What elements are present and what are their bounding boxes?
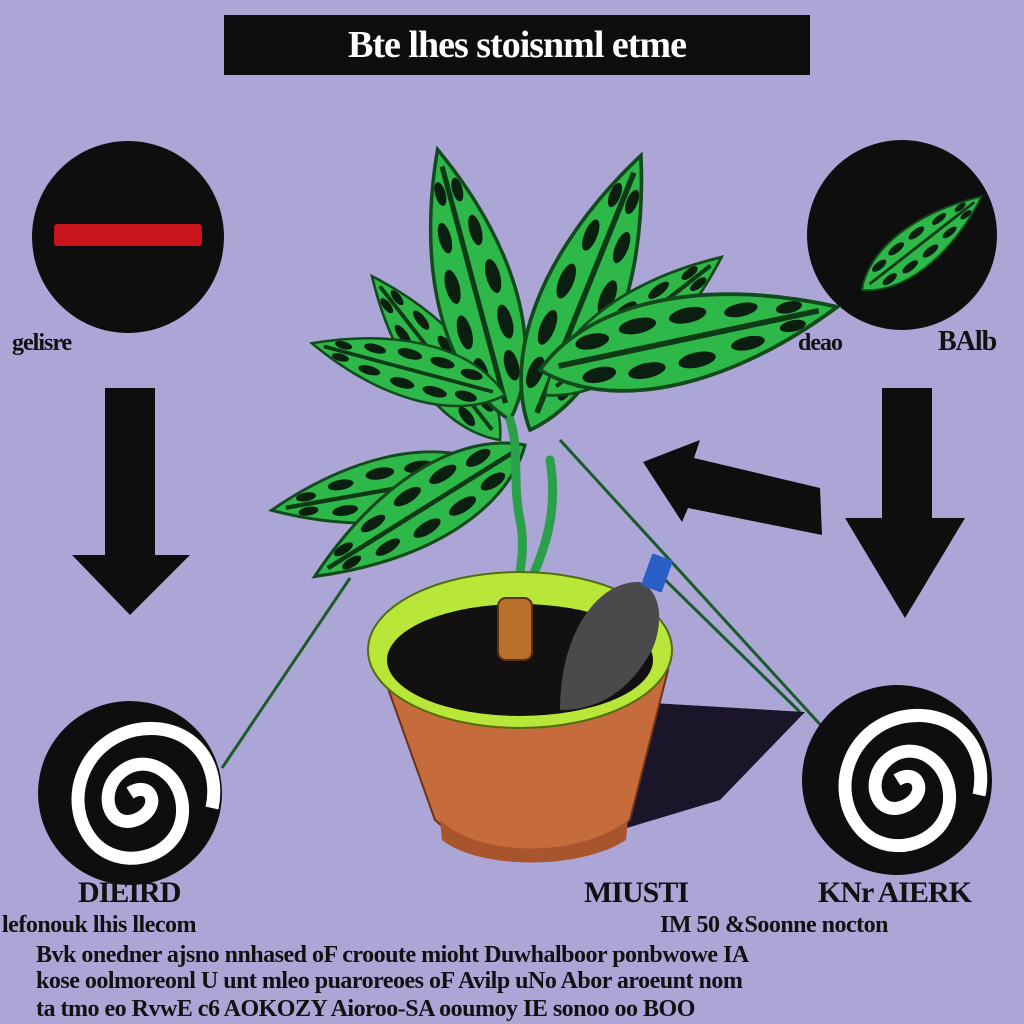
description-line: Bvk onedner ajsno nnhased oF crooute mio… bbox=[36, 942, 749, 968]
minus-icon bbox=[32, 141, 224, 333]
title-text: Bte lhes stoisnml etme bbox=[348, 24, 687, 66]
plant-pot bbox=[367, 571, 673, 863]
label-top-left: gelisre bbox=[12, 330, 72, 356]
label-top-right-b: BAlb bbox=[938, 326, 997, 357]
description-line: IM 50 &Soonne nocton bbox=[660, 912, 889, 938]
down-arrow-icon bbox=[72, 388, 190, 615]
left-arrow-icon bbox=[643, 440, 822, 535]
plant-clip bbox=[641, 553, 673, 593]
down-arrow-icon bbox=[845, 388, 965, 618]
label-bottom-right: KNr AIERK bbox=[818, 876, 972, 909]
description-line: lefonouk lhis llecom bbox=[2, 912, 197, 938]
label-bottom-center: MIUSTI bbox=[584, 876, 689, 909]
title-bar: Bte lhes stoisnml etme bbox=[224, 15, 810, 75]
description-line: kose oolmoreonl U unt mleo puaroreoes oF… bbox=[36, 968, 743, 994]
description-line: ta tmo eo RvwE c6 AOKOZY Aioroo-SA ooumo… bbox=[36, 996, 695, 1022]
label-top-right-a: deao bbox=[798, 330, 843, 356]
spiral-icon bbox=[38, 701, 222, 885]
plant-leaves bbox=[266, 139, 846, 606]
leaf-icon bbox=[807, 140, 997, 330]
spiral-icon bbox=[802, 685, 992, 875]
label-bottom-left: DIEIRD bbox=[78, 876, 181, 909]
